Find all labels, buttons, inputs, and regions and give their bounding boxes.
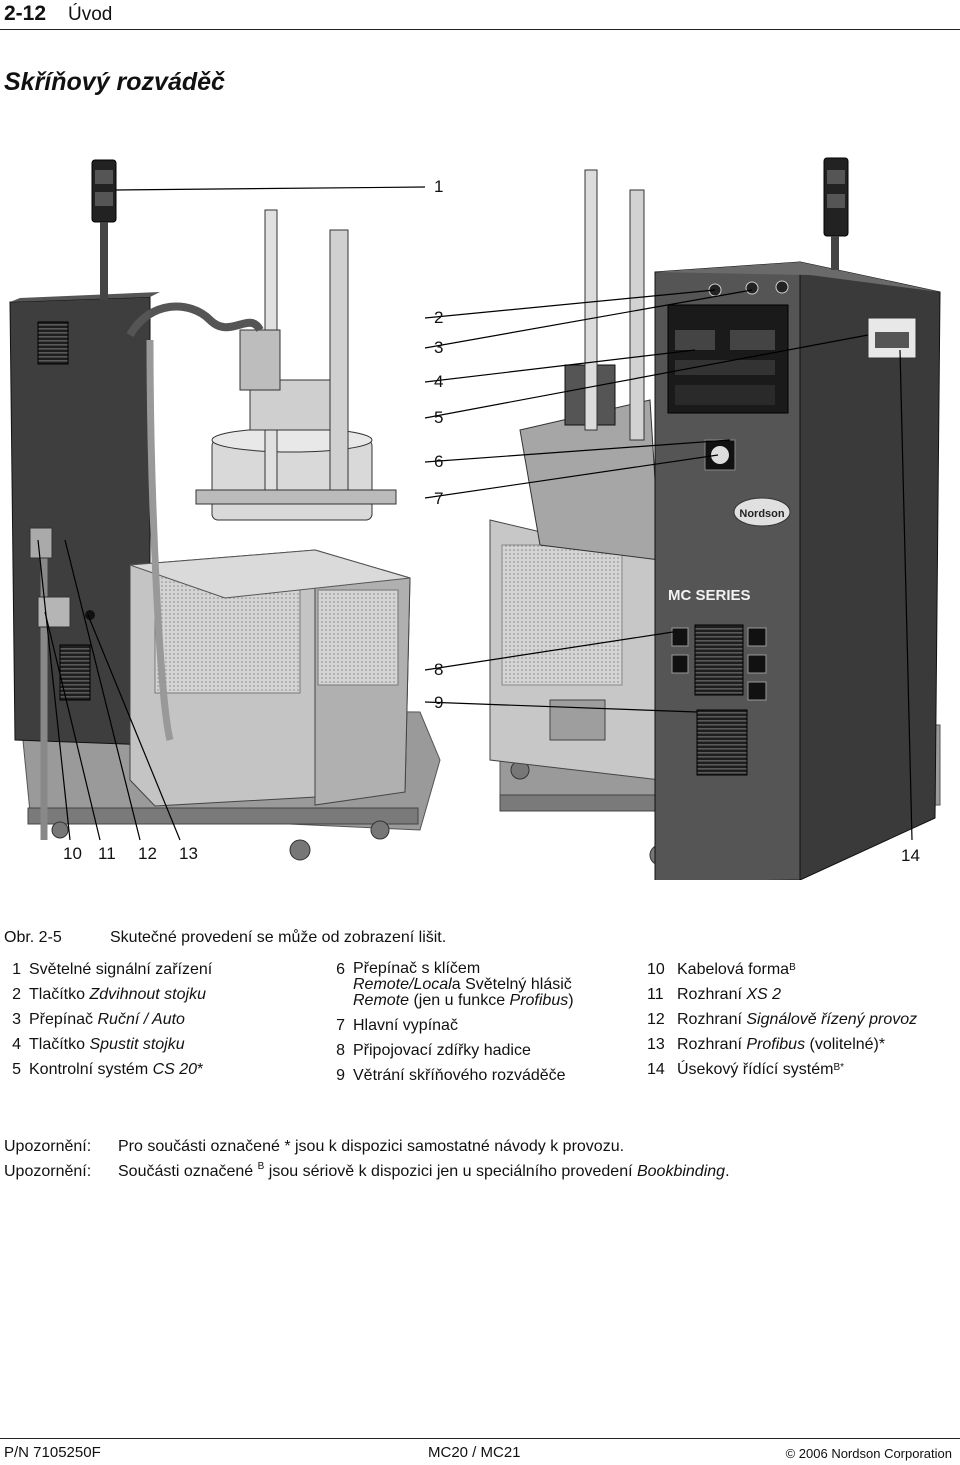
series-label: MC SERIES	[668, 587, 751, 604]
page-number: 2-12	[4, 2, 47, 25]
figure-number: Obr. 2-5	[4, 929, 62, 946]
brand-logo-text: Nordson	[739, 508, 785, 520]
figure-caption: Skutečné provedení se může od zobrazení …	[110, 929, 447, 946]
callout-13: 13	[179, 844, 198, 863]
right-unit-drawing: Nordson MC SERIES	[489, 157, 941, 880]
callout-10: 10	[63, 844, 82, 863]
callout-9: 9	[434, 693, 444, 712]
legend-column-2: 6 Přepínač s klíčem Remote/Locala Světel…	[328, 957, 574, 1088]
footer-part-number: P/N 7105250F	[4, 1444, 101, 1461]
callout-14: 14	[901, 846, 920, 865]
callout-4: 4	[434, 372, 444, 391]
callout-7: 7	[434, 489, 444, 508]
equipment-figure: Nordson MC SERIES	[9, 157, 941, 880]
footer-model: MC20 / MC21	[428, 1444, 521, 1461]
note-1-label: Upozornění:	[4, 1138, 92, 1155]
callout-12: 12	[138, 844, 157, 863]
section-title: Skříňový rozváděč	[4, 68, 225, 96]
note-2-text: Součásti označené B jsou sériově k dispo…	[118, 1161, 730, 1180]
callout-8: 8	[434, 660, 444, 679]
note-1-text: Pro součásti označené * jsou k dispozici…	[118, 1138, 625, 1155]
callout-1: 1	[434, 177, 444, 196]
callout-6: 6	[434, 452, 444, 471]
callout-5: 5	[434, 408, 444, 427]
left-unit-drawing	[9, 159, 441, 861]
chapter-title: Úvod	[68, 4, 113, 25]
callout-2: 2	[434, 308, 444, 327]
note-2-label: Upozornění:	[4, 1163, 92, 1180]
leader-lines	[37, 186, 913, 841]
callout-3: 3	[434, 338, 444, 357]
footer-copyright: © 2006 Nordson Corporation	[785, 1446, 952, 1461]
callout-11: 11	[98, 844, 116, 863]
header-rule	[0, 29, 960, 30]
footer-rule	[0, 1438, 960, 1439]
legend-item-6: 6 Přepínač s klíčem Remote/Locala Světel…	[336, 960, 574, 1009]
